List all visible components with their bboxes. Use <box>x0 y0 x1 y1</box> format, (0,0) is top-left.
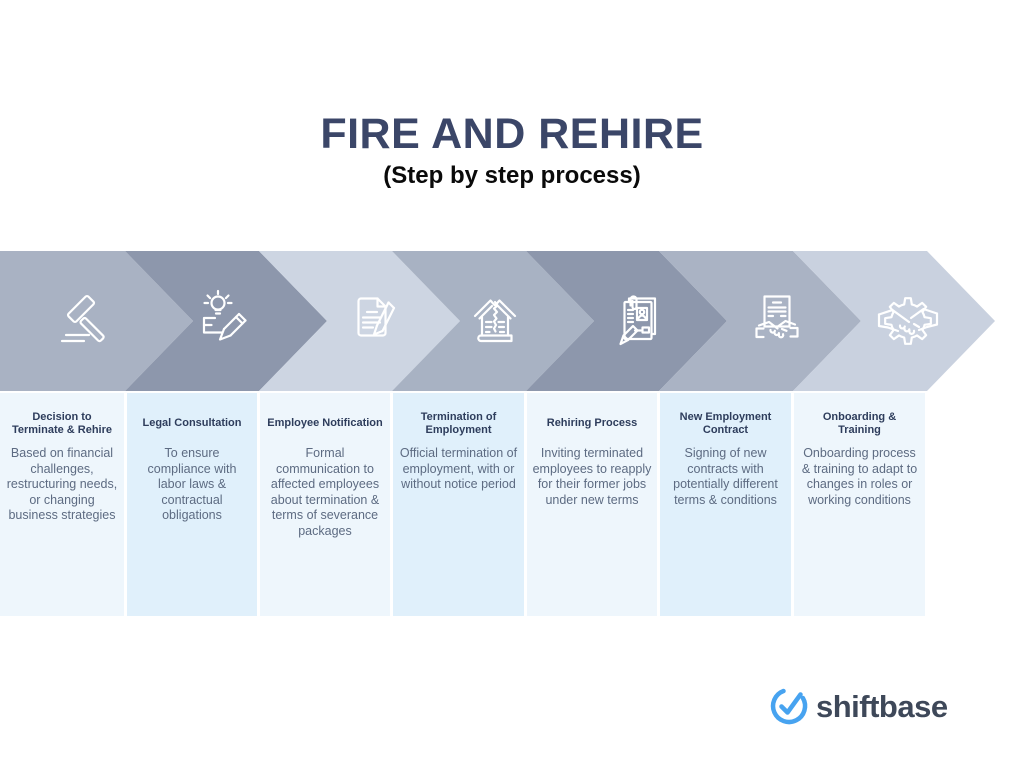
step-panel-3: Employee Notification Formal communicati… <box>260 393 390 616</box>
step-description: To ensure compliance with labor laws & c… <box>147 446 237 522</box>
step-title: Legal Consultation <box>142 417 242 430</box>
step-description: Signing of new contracts with potentiall… <box>673 446 778 507</box>
step-title: Termination of Employment <box>420 410 497 436</box>
step-description: Based on financial challenges, restructu… <box>6 446 118 522</box>
brand-name: shiftbase <box>816 688 948 724</box>
header: FIRE AND REHIRE (Step by step process) <box>0 110 1024 190</box>
gear-handshake-icon <box>876 289 940 353</box>
resume-icon <box>608 289 672 353</box>
step-panel-6: New Employment Contract Signing of new c… <box>660 393 791 616</box>
step-title: New Employment Contract <box>679 410 772 436</box>
step-description: Official termination of employment, with… <box>399 446 518 491</box>
check-circle-icon <box>769 686 809 726</box>
step-title: Rehiring Process <box>546 417 638 430</box>
contract-handshake-icon <box>745 289 809 353</box>
step-panel-7: Onboarding & Training Onboarding process… <box>794 393 925 616</box>
step-description: Formal communication to affected employe… <box>270 446 380 538</box>
step-title: Decision to Terminate & Rehire <box>11 410 113 436</box>
step-panel-1: Decision to Terminate & Rehire Based on … <box>0 393 124 616</box>
gavel-icon <box>53 289 117 353</box>
step-panel-2: Legal Consultation To ensure compliance … <box>127 393 257 616</box>
step-title: Onboarding & Training <box>822 410 897 436</box>
brand-logo: shiftbase <box>769 686 948 726</box>
page-title: FIRE AND REHIRE <box>320 110 704 158</box>
step-panel-5: Rehiring Process Inviting terminated emp… <box>527 393 657 616</box>
document-pen-icon <box>340 289 404 353</box>
page-subtitle: (Step by step process) <box>383 162 641 190</box>
torn-contract-icon <box>463 289 527 353</box>
process-band <box>0 251 1024 391</box>
idea-pencil-icon <box>194 289 258 353</box>
step-description: Onboarding process & training to adapt t… <box>801 446 918 507</box>
step-title: Employee Notification <box>267 417 383 430</box>
step-panel-4: Termination of Employment Official termi… <box>393 393 524 616</box>
step-description: Inviting terminated employees to reapply… <box>532 446 652 507</box>
